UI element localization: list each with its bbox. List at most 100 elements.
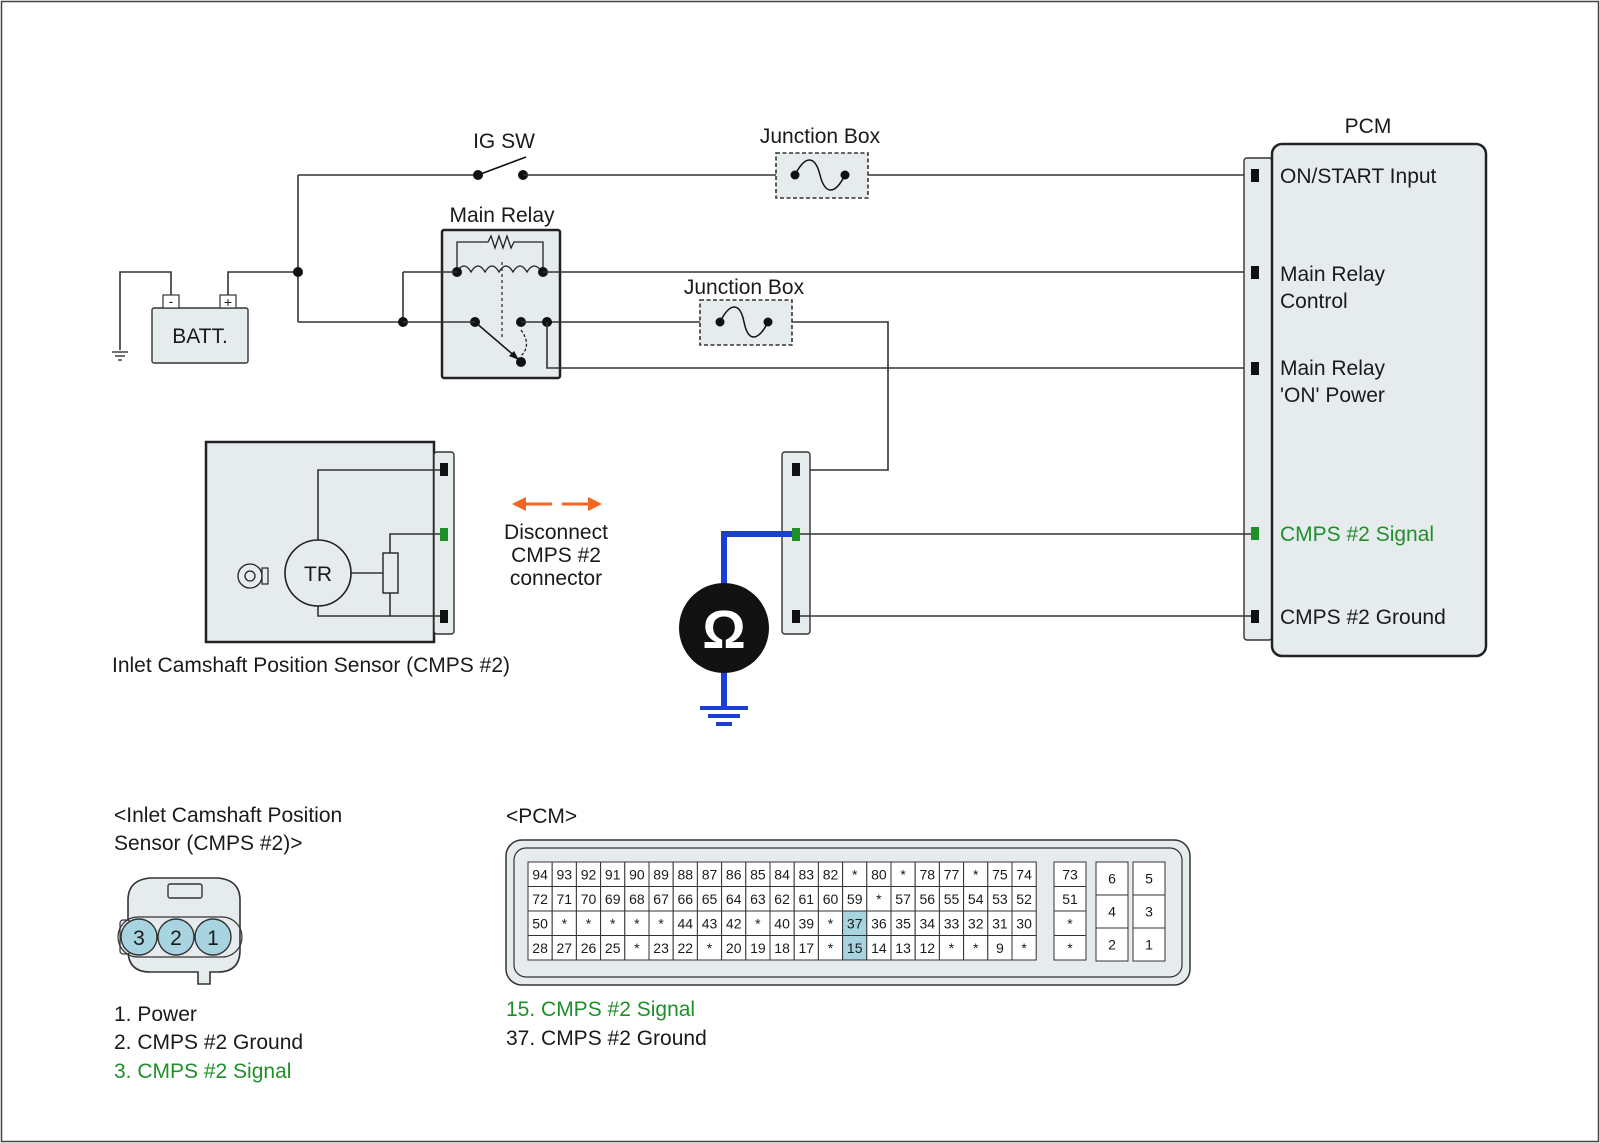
pcm-pin-label: 15 (847, 940, 863, 956)
pcm-pin-label: 40 (774, 915, 790, 931)
pcm-pin-label: 63 (750, 891, 766, 907)
pcm-label: PCM (1345, 115, 1392, 138)
pcm-pin-label: 62 (774, 891, 790, 907)
pcm-pin-cell (817, 861, 844, 887)
pcm-pin-cell (1011, 910, 1037, 936)
pcm-terminal-main-relay-on-power-2: 'ON' Power (1280, 384, 1385, 407)
pcm-pin-cell (987, 886, 1013, 912)
pcm-pin-cell (1132, 861, 1166, 896)
pcm-pin-cell (914, 935, 940, 961)
pcm-pin-cell (672, 935, 698, 961)
sensor-legend-3: 3. CMPS #2 Signal (114, 1060, 291, 1083)
sensor-connector-title-1: <Inlet Camshaft Position (114, 804, 342, 827)
pcm-pin-cell (817, 886, 844, 912)
pcm-pin-cell (866, 935, 892, 961)
pcm-pin-cell (938, 886, 965, 912)
pcm-pin-cell (842, 935, 868, 961)
pcm-pin-label: 66 (678, 891, 694, 907)
pcm-pin-cell (1053, 935, 1087, 961)
battery-plus: + (224, 294, 232, 310)
pcm-pin-cell (842, 910, 868, 936)
pcm-pin-cell (527, 861, 553, 887)
main-relay: Main Relay (440, 204, 562, 380)
pcm-pin-label: 80 (871, 866, 887, 882)
pcm-pin-label: 28 (532, 940, 548, 956)
pcm-pin-label: 36 (871, 915, 887, 931)
pcm-pin-label: 30 (1016, 915, 1032, 931)
pcm-pin-cell (890, 886, 916, 912)
pcm-pin-cell (769, 910, 795, 936)
battery-label: BATT. (172, 325, 228, 348)
sensor-legend-2: 2. CMPS #2 Ground (114, 1031, 303, 1054)
pcm-pin-label: * (973, 866, 979, 882)
pcm-module: PCM ON/START Input Main Relay Control Ma… (1243, 115, 1488, 658)
pcm-pin-label: 64 (726, 891, 742, 907)
pcm-pin-label: * (949, 940, 955, 956)
ig-switch-label: IG SW (473, 130, 535, 153)
ohmmeter-symbol: Ω (702, 600, 745, 660)
junction-box-top-label: Junction Box (760, 125, 881, 148)
pcm-pin-label: 73 (1062, 866, 1078, 882)
pcm-pin-label: 23 (653, 940, 669, 956)
pcm-pin-label: * (707, 940, 713, 956)
pcm-pin-cell (769, 935, 795, 961)
pcm-pin-cell (963, 861, 989, 887)
pcm-pin-cell (624, 935, 650, 961)
pcm-pin-label: 26 (581, 940, 597, 956)
pcm-pin-cell (575, 935, 602, 961)
pcm-pin-label: 34 (920, 915, 936, 931)
sensor-pin: 1 (207, 927, 219, 950)
disconnect-text-3: connector (510, 567, 602, 590)
pcm-pin-cell (600, 861, 626, 887)
pcm-pin-cell (551, 935, 577, 961)
pcm-pin-label: 42 (726, 915, 742, 931)
disconnect-text-1: Disconnect (504, 521, 608, 544)
pcm-pin-label: 39 (799, 915, 815, 931)
pcm-pin-label: 69 (605, 891, 621, 907)
ig-switch: IG SW (473, 130, 535, 180)
pcm-pin-cell (1053, 861, 1087, 887)
pcm-pin-label: 32 (968, 915, 984, 931)
pcm-pin-label: * (634, 940, 640, 956)
pcm-pin-label: 53 (992, 891, 1008, 907)
pcm-pin-label: * (828, 940, 834, 956)
pcm-pin-label: 44 (678, 915, 694, 931)
pcm-pin-label: 22 (678, 940, 694, 956)
pcm-pin-label: 92 (581, 866, 597, 882)
pcm-pin-label: 70 (581, 891, 597, 907)
pcm-pin-label: 91 (605, 866, 621, 882)
pcm-pin-label: 25 (605, 940, 621, 956)
pcm-pin-label: * (610, 915, 616, 931)
tr-label: TR (304, 563, 332, 586)
pcm-pin-cell (696, 861, 723, 887)
pcm-pin-label: * (586, 915, 592, 931)
pcm-terminal-cmps-ground: CMPS #2 Ground (1280, 606, 1446, 629)
pcm-pin-cell (1011, 886, 1037, 912)
cmps-sensor: TR (204, 440, 455, 644)
pcm-pin-label: 52 (1016, 891, 1032, 907)
pcm-connector-title: <PCM> (506, 805, 577, 828)
pcm-pin-label: * (852, 866, 858, 882)
pcm-pin-label: 6 (1108, 871, 1116, 887)
pcm-pin-label: * (634, 915, 640, 931)
pcm-pin-label: 75 (992, 866, 1008, 882)
pcm-legend-2: 37. CMPS #2 Ground (506, 1027, 707, 1050)
sensor-connector-face: 3 2 1 (117, 877, 243, 985)
pcm-pin-label: 88 (678, 866, 694, 882)
pcm-terminal-cmps-signal: CMPS #2 Signal (1280, 523, 1434, 546)
pcm-pin-label: 74 (1016, 866, 1032, 882)
pcm-pin-cell (575, 910, 602, 936)
pcm-pin-label: 13 (895, 940, 911, 956)
pcm-pin-cell (987, 935, 1013, 961)
sensor-tip-icon (237, 563, 269, 589)
pcm-pin-label: 12 (920, 940, 936, 956)
pcm-pin-cell (914, 886, 940, 912)
pcm-terminal-main-relay-on-power-1: Main Relay (1280, 357, 1386, 380)
pcm-pin-label: 86 (726, 866, 742, 882)
pcm-pin-label: 61 (799, 891, 815, 907)
pcm-pin-label: 77 (944, 866, 960, 882)
sensor-pin: 3 (133, 927, 145, 950)
pcm-pin-cell (793, 886, 819, 912)
pcm-pin-cell (721, 861, 747, 887)
